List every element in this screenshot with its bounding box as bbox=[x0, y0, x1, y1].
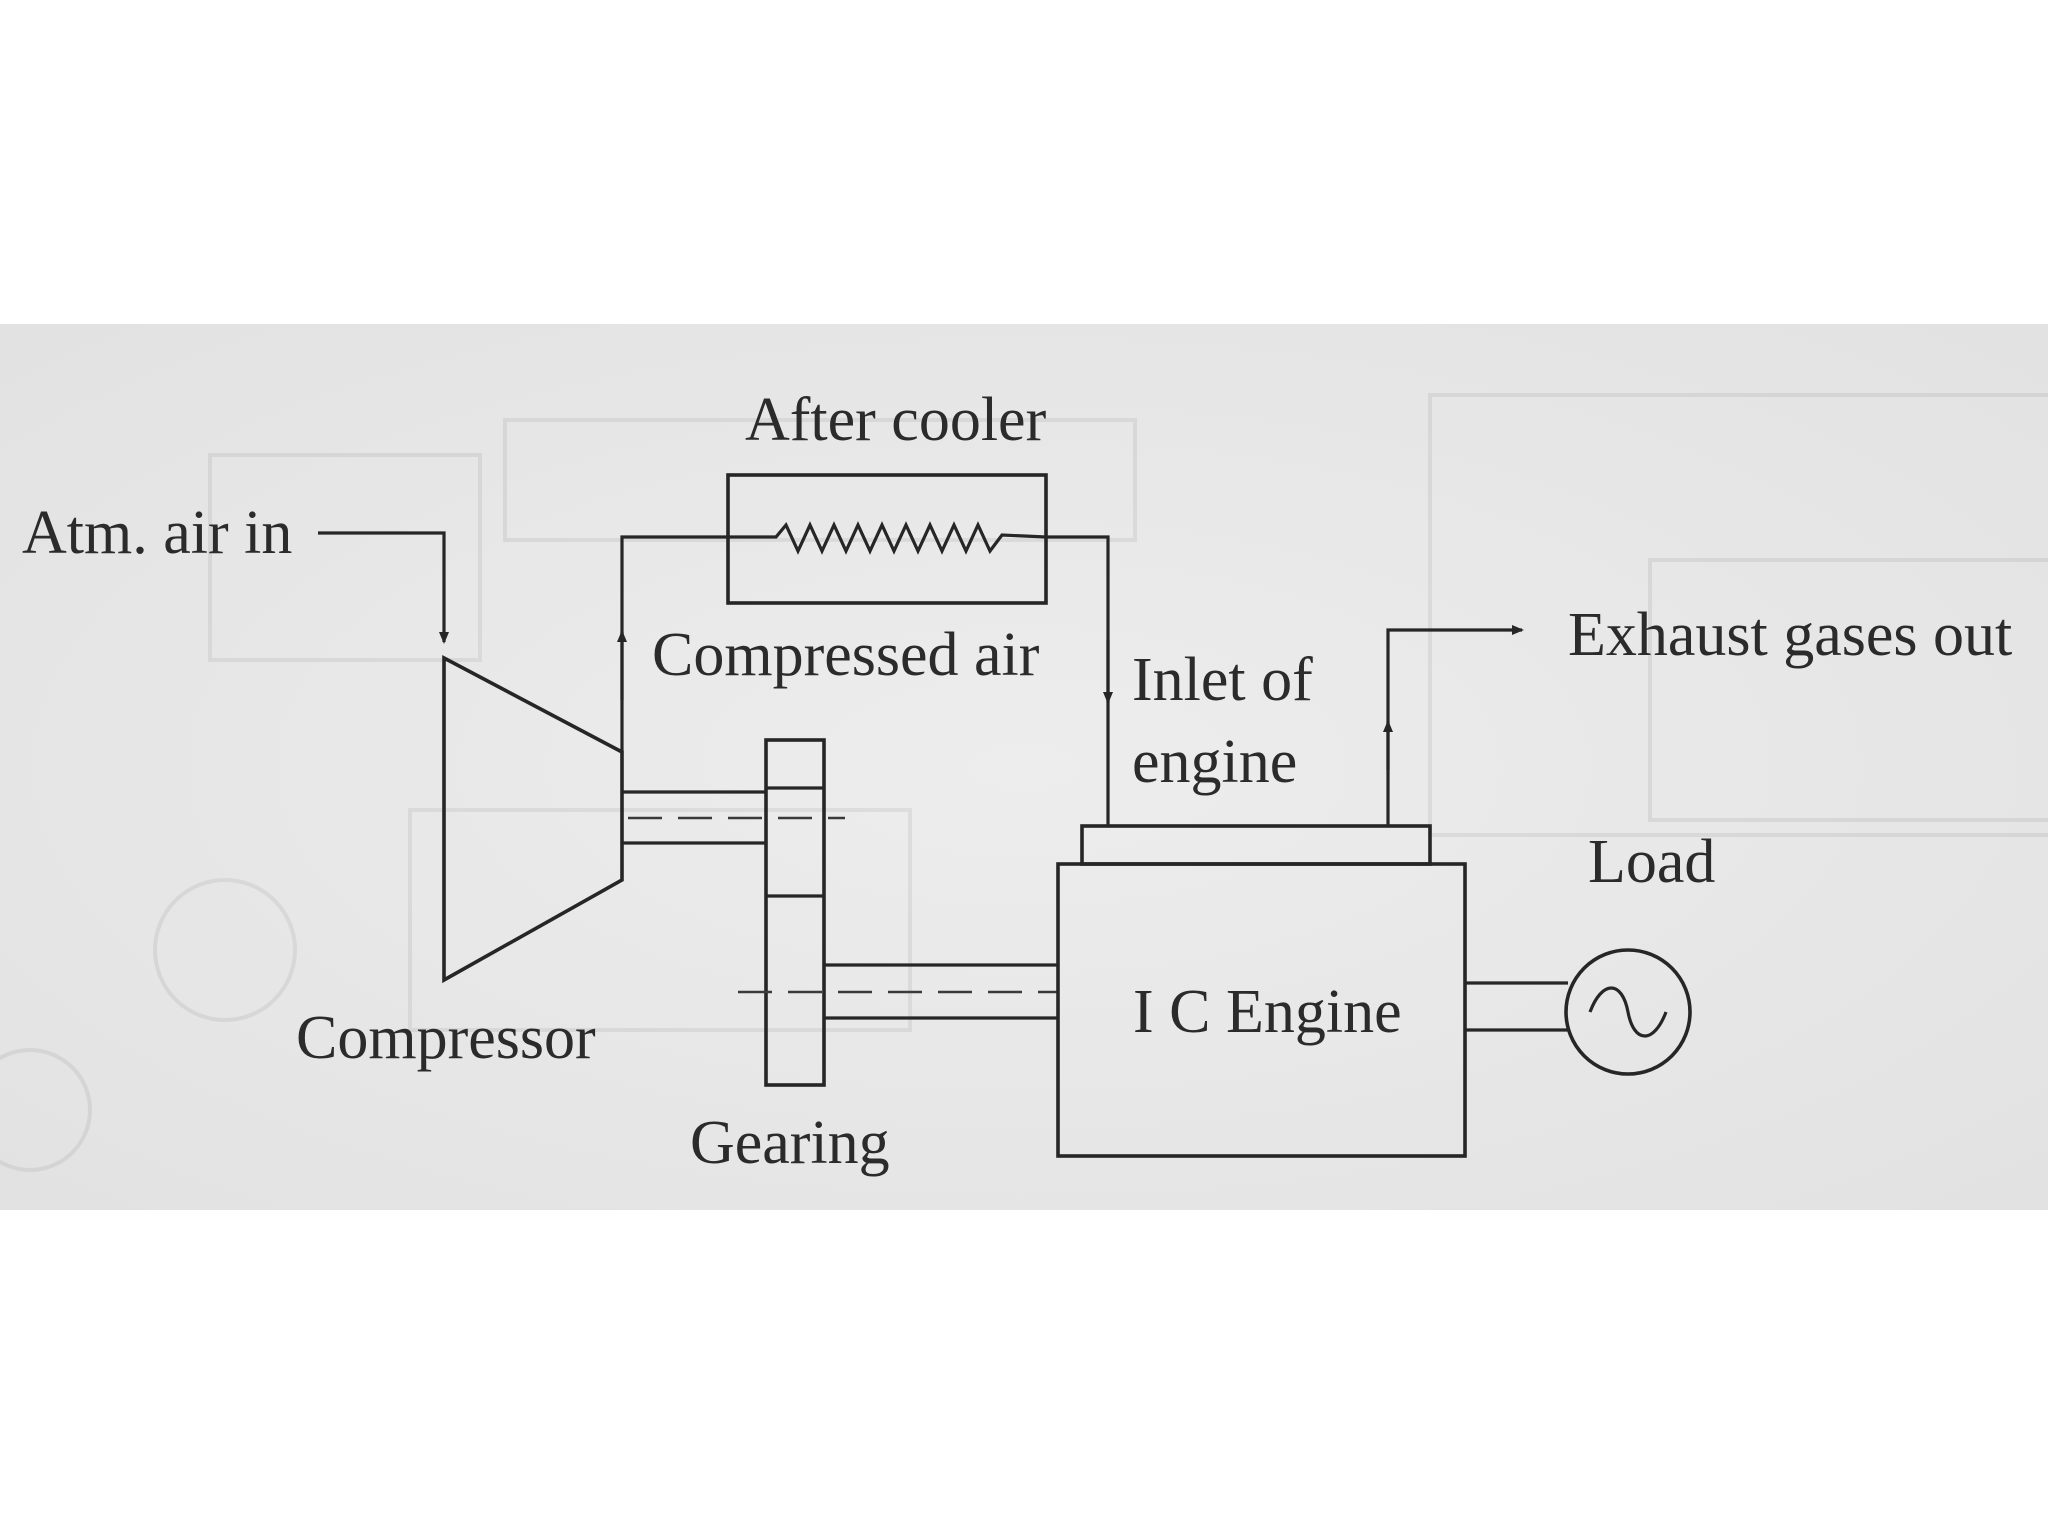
engine-inlet-line bbox=[1046, 535, 1110, 826]
label-engine: engine bbox=[1132, 728, 1297, 796]
label-inlet-of: Inlet of bbox=[1132, 646, 1313, 714]
label-ic-engine: I C Engine bbox=[1133, 978, 1402, 1046]
label-exhaust-gases-out: Exhaust gases out bbox=[1568, 601, 2012, 669]
load-generator-circle bbox=[1564, 948, 1692, 1076]
paper-band bbox=[0, 324, 2048, 1210]
after-cooler-box bbox=[726, 473, 1048, 605]
label-after-cooler: After cooler bbox=[745, 386, 1047, 454]
label-atm-air-in: Atm. air in bbox=[22, 499, 292, 567]
cooler-coil bbox=[728, 521, 1047, 555]
show-through-ghost bbox=[0, 393, 2048, 1172]
atm-air-inlet-line bbox=[318, 531, 449, 644]
label-compressor: Compressor bbox=[296, 1004, 596, 1072]
alternator-sine-icon bbox=[1588, 986, 1668, 1038]
compressor-body bbox=[442, 655, 624, 984]
engine-shaft bbox=[738, 963, 1058, 1020]
compressor-shaft bbox=[622, 790, 845, 845]
label-compressed-air: Compressed air bbox=[652, 621, 1040, 689]
gearing-box bbox=[764, 738, 826, 1087]
label-load: Load bbox=[1588, 828, 1715, 896]
label-gearing: Gearing bbox=[690, 1109, 890, 1177]
ic-engine-box bbox=[1056, 862, 1467, 1158]
load-shaft bbox=[1465, 981, 1568, 1032]
